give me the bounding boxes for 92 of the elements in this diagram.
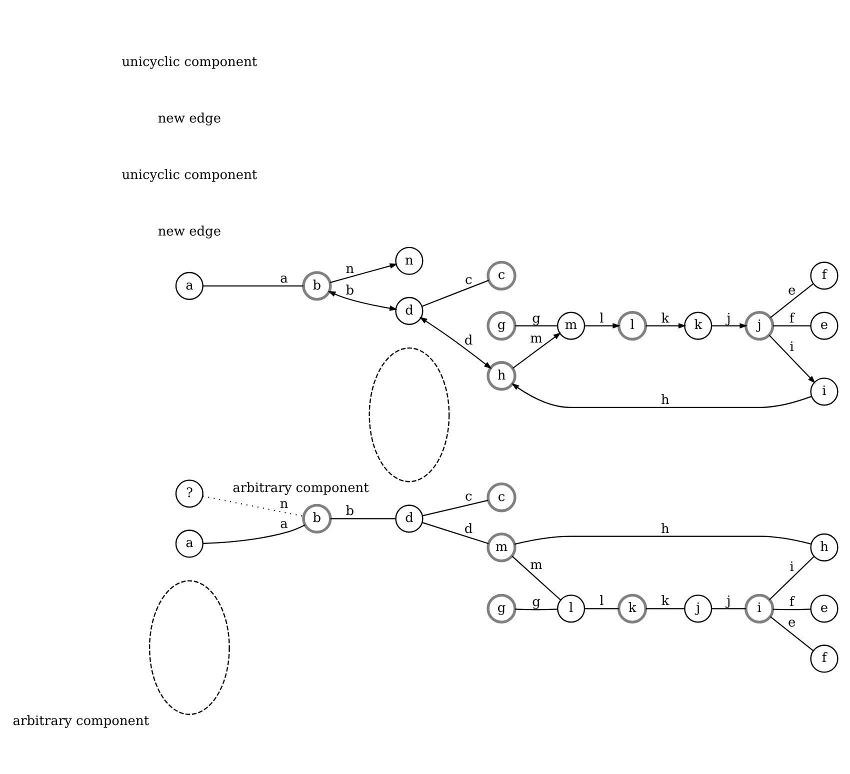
label: unicyclic component [122, 168, 258, 183]
node-circle: h [810, 533, 838, 562]
edge-label: a [280, 271, 288, 286]
node-circle: i [810, 378, 838, 406]
node-circle: j [744, 310, 774, 341]
connector [203, 524, 306, 544]
arrow [512, 332, 562, 369]
edge-label: i [790, 560, 794, 575]
connector [512, 556, 561, 600]
connector [646, 608, 685, 610]
edge-label: k [661, 311, 670, 326]
label: new edge [158, 111, 222, 126]
node-circle: f [810, 262, 838, 290]
connector [330, 518, 396, 520]
connector [770, 283, 814, 318]
node-circle: d [395, 504, 424, 533]
edge-label: m [530, 558, 542, 573]
node-circle: b [302, 504, 332, 534]
connector [514, 536, 812, 545]
edge-label: f [789, 595, 794, 610]
edge-label: l [600, 311, 604, 326]
edge-label: e [788, 615, 796, 630]
node-circle: k [617, 594, 648, 624]
connector [770, 616, 814, 651]
node-circle: k [684, 312, 712, 340]
node-label: arbitrary component [232, 480, 369, 496]
edge-label: d [464, 334, 473, 349]
edge-label: n [346, 262, 354, 278]
node-ellipse [368, 347, 450, 482]
node-circle: h [486, 361, 516, 391]
connector [515, 325, 558, 326]
edge-label: k [661, 594, 670, 610]
edge-label: e [788, 283, 796, 298]
node-circle: g [486, 310, 516, 341]
node-circle: a [175, 530, 204, 558]
node-circle: b [302, 271, 332, 301]
node-circle: e [810, 594, 838, 623]
arrow [768, 334, 816, 384]
connector [772, 608, 811, 610]
node-circle: d [395, 296, 424, 325]
node-circle: n [395, 246, 424, 275]
edge-label: g [532, 311, 540, 326]
node-circle: a [175, 272, 204, 300]
connector [203, 285, 304, 286]
node-circle: e [810, 312, 838, 340]
arrow [646, 323, 686, 329]
node-circle: g [486, 594, 516, 624]
edge-label: l [600, 594, 604, 610]
node-circle: l [557, 594, 586, 623]
connector [712, 608, 746, 610]
connector [773, 325, 811, 326]
connector [584, 608, 619, 610]
node-label: arbitrary component [12, 714, 150, 729]
connector [422, 280, 489, 307]
node-circle: i [744, 594, 774, 624]
node-circle: f [810, 644, 838, 673]
connector [422, 500, 488, 516]
connector [422, 522, 489, 544]
arrow [584, 323, 620, 329]
node-ellipse [148, 580, 230, 715]
node-circle: m [557, 312, 586, 340]
node-circle: l [617, 310, 648, 341]
label: new edge [158, 224, 222, 240]
edge-label: a [280, 517, 288, 532]
edge-label: h [661, 522, 670, 537]
edge-label: n [280, 496, 288, 512]
edge-label: i [790, 340, 794, 356]
node-circle: c [486, 482, 516, 512]
arrow [712, 323, 748, 329]
edge-label: j [726, 311, 731, 326]
connector [514, 608, 558, 610]
edge-label: c [464, 489, 472, 504]
edge-label: b [346, 504, 354, 520]
arrow [419, 316, 492, 369]
node-circle: ? [175, 480, 204, 508]
node-circle: m [486, 532, 516, 562]
node-circle: c [486, 260, 516, 291]
arrow [330, 263, 398, 284]
arrow [511, 383, 812, 408]
edge-label: h [661, 392, 670, 408]
edge-label: f [789, 311, 794, 326]
connector [769, 556, 814, 600]
edge-label: d [464, 522, 473, 537]
edge-label: g [532, 595, 540, 610]
edge-label: m [530, 332, 542, 347]
edge-label: b [346, 283, 354, 298]
edge-label: j [726, 594, 731, 610]
node-circle: j [684, 594, 712, 623]
connector [202, 496, 304, 517]
edge-label: c [464, 273, 472, 288]
label: unicyclic component [122, 54, 258, 70]
arrow [328, 290, 398, 311]
